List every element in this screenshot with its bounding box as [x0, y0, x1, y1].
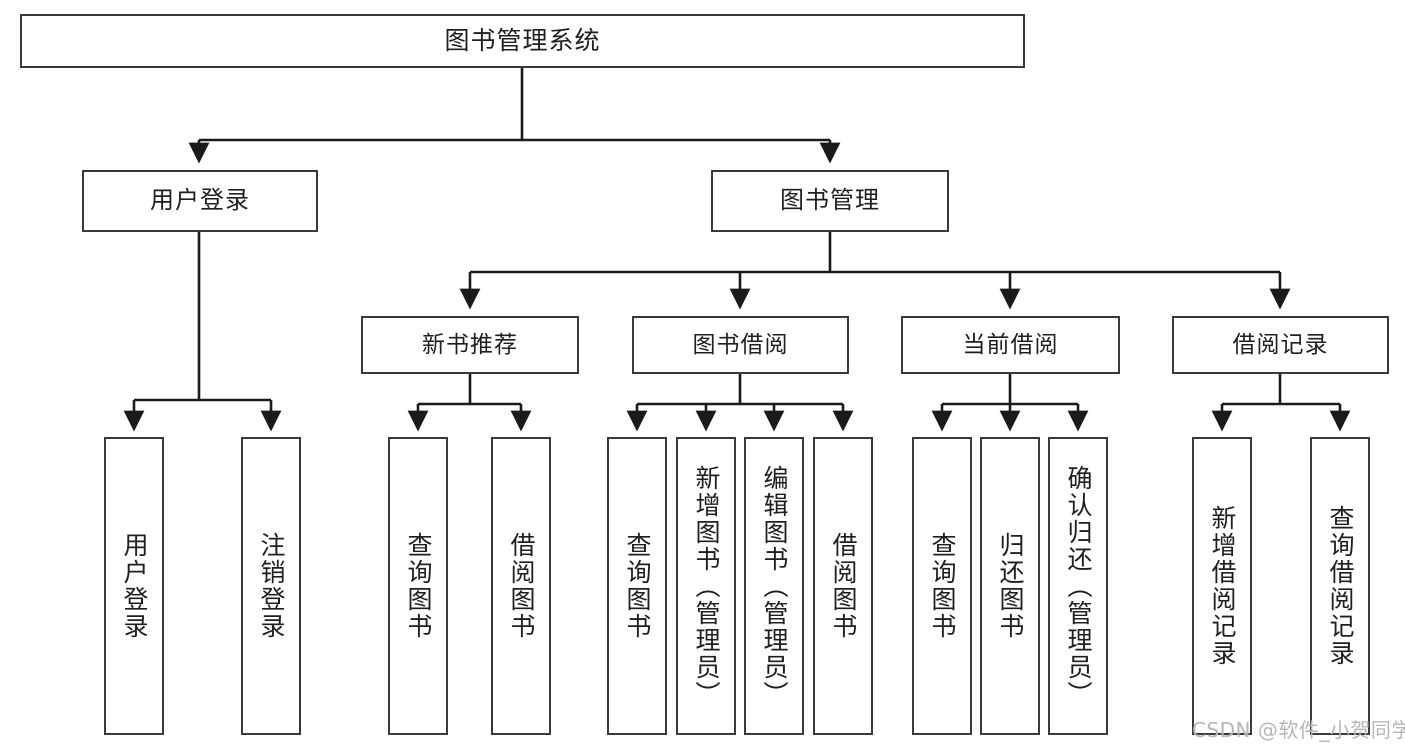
node-leaf-user-login[interactable]: 用户登录	[104, 437, 164, 735]
node-new-book-recommend[interactable]: 新书推荐	[361, 316, 579, 374]
node-label: 查询图书	[928, 532, 957, 640]
node-leaf-logout-login[interactable]: 注销登录	[241, 437, 301, 735]
node-borrow-record[interactable]: 借阅记录	[1172, 316, 1389, 374]
node-leaf-borrow-book[interactable]: 借阅图书	[813, 437, 873, 735]
node-leaf-add-book-admin[interactable]: 新增图书（管理员）	[676, 437, 736, 735]
node-label: 新增借阅记录	[1208, 505, 1237, 667]
node-leaf-query-book-borrow[interactable]: 查询图书	[607, 437, 667, 735]
node-label: 图书管理系统	[444, 25, 601, 55]
node-leaf-edit-book-admin[interactable]: 编辑图书（管理员）	[744, 437, 804, 735]
node-label: 新增图书（管理员）	[692, 464, 721, 708]
node-label: 借阅记录	[1232, 331, 1329, 358]
node-book-management[interactable]: 图书管理	[711, 170, 949, 232]
node-label: 归还图书	[996, 532, 1025, 640]
node-label: 查询借阅记录	[1326, 505, 1355, 667]
node-label: 编辑图书（管理员）	[760, 464, 789, 708]
node-leaf-query-book-recommend[interactable]: 查询图书	[388, 437, 448, 735]
node-label: 借阅图书	[829, 532, 858, 640]
node-leaf-confirm-return-admin[interactable]: 确认归还（管理员）	[1048, 437, 1108, 735]
node-label: 查询图书	[623, 532, 652, 640]
node-leaf-query-book-current[interactable]: 查询图书	[912, 437, 972, 735]
node-leaf-borrow-book-recommend[interactable]: 借阅图书	[491, 437, 551, 735]
node-leaf-add-borrow-record[interactable]: 新增借阅记录	[1192, 437, 1252, 735]
node-label: 借阅图书	[507, 532, 536, 640]
node-book-borrow[interactable]: 图书借阅	[632, 316, 849, 374]
node-user-login[interactable]: 用户登录	[82, 170, 318, 232]
node-leaf-return-book[interactable]: 归还图书	[980, 437, 1040, 735]
node-label: 图书管理	[780, 186, 880, 215]
node-label: 当前借阅	[962, 331, 1059, 358]
node-label: 用户登录	[120, 532, 149, 640]
node-label: 注销登录	[257, 532, 286, 640]
node-label: 新书推荐	[422, 331, 518, 358]
node-leaf-query-borrow-record[interactable]: 查询借阅记录	[1310, 437, 1370, 735]
node-label: 用户登录	[150, 186, 250, 215]
node-label: 查询图书	[404, 532, 433, 640]
node-current-borrow[interactable]: 当前借阅	[901, 316, 1120, 374]
node-root-book-management-system[interactable]: 图书管理系统	[20, 14, 1025, 68]
csdn-watermark: CSDN @软件_小贺同学	[1192, 718, 1405, 742]
node-label: 确认归还（管理员）	[1064, 464, 1093, 708]
node-label: 图书借阅	[692, 331, 789, 358]
